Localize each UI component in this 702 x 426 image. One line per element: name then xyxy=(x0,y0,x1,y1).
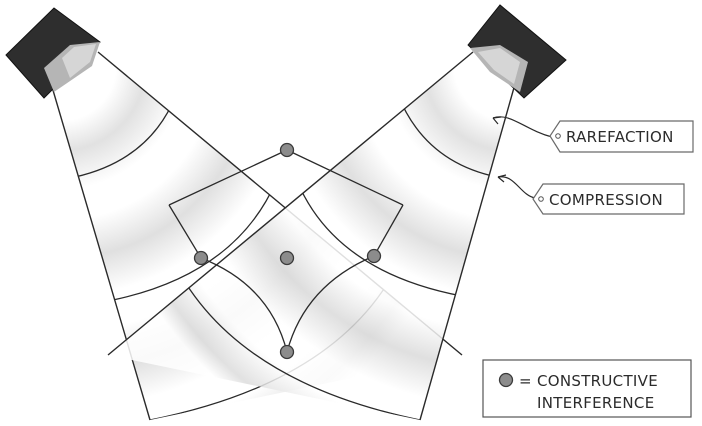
legend-text-line1: CONSTRUCTIVE xyxy=(537,372,658,390)
compression-label: COMPRESSION xyxy=(549,191,663,209)
interference-node-left xyxy=(193,250,209,266)
rarefaction-callout: RAREFACTION xyxy=(492,116,694,153)
interference-node-bottom xyxy=(279,344,295,360)
interference-node-top xyxy=(279,142,295,158)
right-sound-beam xyxy=(107,51,518,421)
left-speaker-icon xyxy=(5,7,101,99)
legend-node-icon xyxy=(498,372,514,388)
interference-node-center xyxy=(279,250,295,266)
overlap-region xyxy=(168,149,404,353)
legend-text-line2: INTERFERENCE xyxy=(537,394,654,412)
interference-nodes xyxy=(193,142,382,360)
interference-node-right xyxy=(366,248,382,264)
compression-callout: COMPRESSION xyxy=(497,174,685,215)
legend-equals: = xyxy=(519,372,532,390)
legend: = CONSTRUCTIVE INTERFERENCE xyxy=(482,359,692,418)
right-wavefront-1 xyxy=(397,94,498,178)
rarefaction-label: RAREFACTION xyxy=(566,128,674,146)
right-speaker-icon xyxy=(467,4,567,99)
